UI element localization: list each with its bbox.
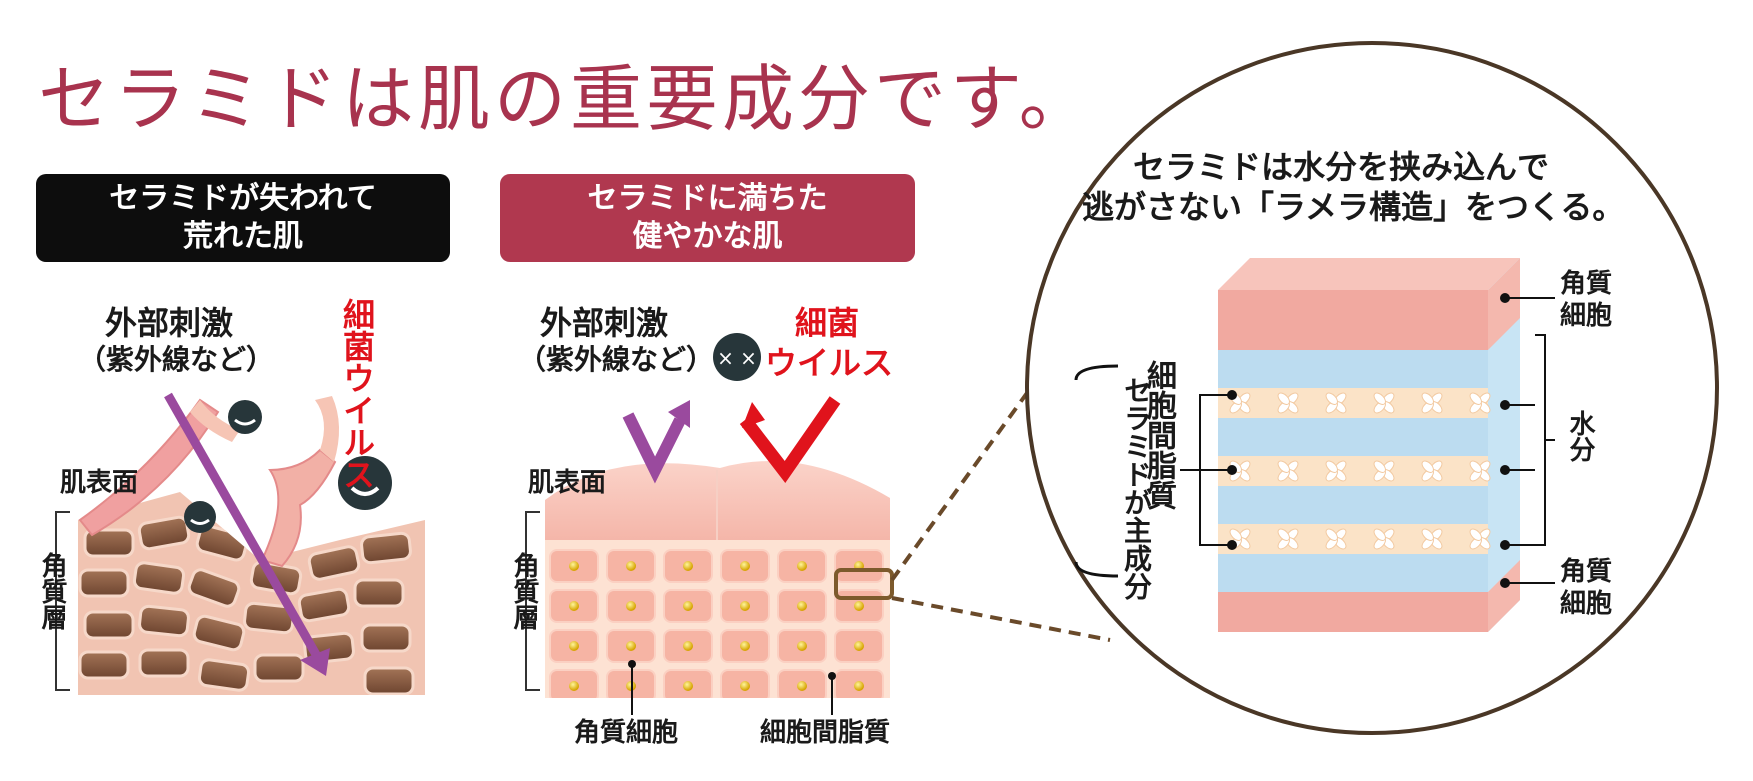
bottom-corneocyte-label: 角質細胞 <box>1560 557 1613 619</box>
cell-nucleus <box>740 601 750 611</box>
damaged-stimulus-sub: （紫外線など） <box>78 343 275 376</box>
ceramide-molecule <box>1469 528 1491 550</box>
healthy-surface-label: 肌表面 <box>528 468 607 498</box>
cell-nucleus <box>626 601 636 611</box>
healthy-bacteria-label: 細菌 <box>795 304 860 342</box>
ceramide-molecule <box>1229 392 1251 414</box>
cell-nucleus <box>569 601 579 611</box>
ceramide-molecule <box>1325 392 1347 414</box>
ceramide-molecule <box>1421 460 1443 482</box>
ceramide-molecule <box>1277 392 1299 414</box>
svg-text:× ×: × × <box>717 346 757 370</box>
cell-nucleus <box>797 601 807 611</box>
cell-nucleus <box>854 681 864 691</box>
damaged-skin-header: セラミドが失われて 荒れた肌 <box>36 174 450 262</box>
ceramide-molecule <box>1277 528 1299 550</box>
intercellular-lipid-label: 細胞間脂質 <box>760 718 891 748</box>
germ-icon: × × <box>713 333 761 381</box>
cell-nucleus <box>740 681 750 691</box>
top-corneocyte-label: 角質細胞 <box>1560 269 1613 331</box>
ceramide-main-component-note: セラミドが主成分 <box>1120 376 1153 600</box>
cell-nucleus <box>683 641 693 651</box>
lamellar-caption-line2: 逃がさない「ラメラ構造」をつくる。 <box>1082 188 1625 226</box>
lamellar-block <box>1218 258 1520 632</box>
cell-nucleus <box>626 561 636 571</box>
healthy-bacteria-label-2: ウイルス <box>765 344 894 382</box>
ceramide-molecule <box>1277 460 1299 482</box>
cell-nucleus <box>683 681 693 691</box>
corneocyte-label: 角質細胞 <box>574 718 679 748</box>
damaged-header-line1: セラミドが失われて <box>109 181 377 216</box>
damaged-surface-label: 肌表面 <box>60 468 139 498</box>
damaged-stimulus-label: 外部刺激 <box>105 304 234 342</box>
ceramide-molecule <box>1469 392 1491 414</box>
ceramide-molecule <box>1421 392 1443 414</box>
water-label: 水分 <box>1565 410 1595 462</box>
ceramide-molecule <box>1325 528 1347 550</box>
ceramide-molecule <box>1373 392 1395 414</box>
cell-nucleus <box>626 641 636 651</box>
healthy-layer-label: 角質層 <box>509 552 539 630</box>
cell-nucleus <box>683 561 693 571</box>
healthy-skin-header: セラミドに満ちた 健やかな肌 <box>500 174 915 262</box>
ceramide-molecule <box>1229 460 1251 482</box>
lamellar-zoom-circle <box>1025 41 1719 735</box>
zoom-lipid-label: 細胞間脂質 <box>1141 360 1176 510</box>
cell-nucleus <box>797 641 807 651</box>
cell-nucleus <box>740 561 750 571</box>
cell-nucleus <box>569 681 579 691</box>
cell-nucleus <box>569 641 579 651</box>
corneocyte-cells <box>549 549 884 698</box>
damaged-header-line2: 荒れた肌 <box>183 219 303 254</box>
healthy-stimulus-label: 外部刺激 <box>540 304 669 342</box>
lamellar-caption-line1: セラミドは水分を挟み込んで <box>1133 148 1550 186</box>
damaged-layer-label: 角質層 <box>37 552 67 630</box>
ceramide-molecule <box>1325 460 1347 482</box>
cell-nucleus <box>683 601 693 611</box>
page-title: セラミドは肌の重要成分です。 <box>38 57 1095 141</box>
ceramide-molecule <box>1373 528 1395 550</box>
healthy-header-line2: 健やかな肌 <box>632 219 783 254</box>
ceramide-molecule <box>1421 528 1443 550</box>
cell-nucleus <box>569 561 579 571</box>
damaged-bacteria-label: 細菌ウイルス <box>338 298 376 490</box>
cell-nucleus <box>797 681 807 691</box>
cell-nucleus <box>854 601 864 611</box>
cell-nucleus <box>740 641 750 651</box>
cell-nucleus <box>797 561 807 571</box>
healthy-stimulus-sub: （紫外線など） <box>518 343 715 376</box>
healthy-skin-illustration: × × <box>525 333 894 715</box>
germ-icon <box>184 400 392 533</box>
ceramide-molecule <box>1373 460 1395 482</box>
cell-nucleus <box>854 641 864 651</box>
ceramide-molecule <box>1469 460 1491 482</box>
healthy-header-line1: セラミドに満ちた <box>587 181 828 216</box>
